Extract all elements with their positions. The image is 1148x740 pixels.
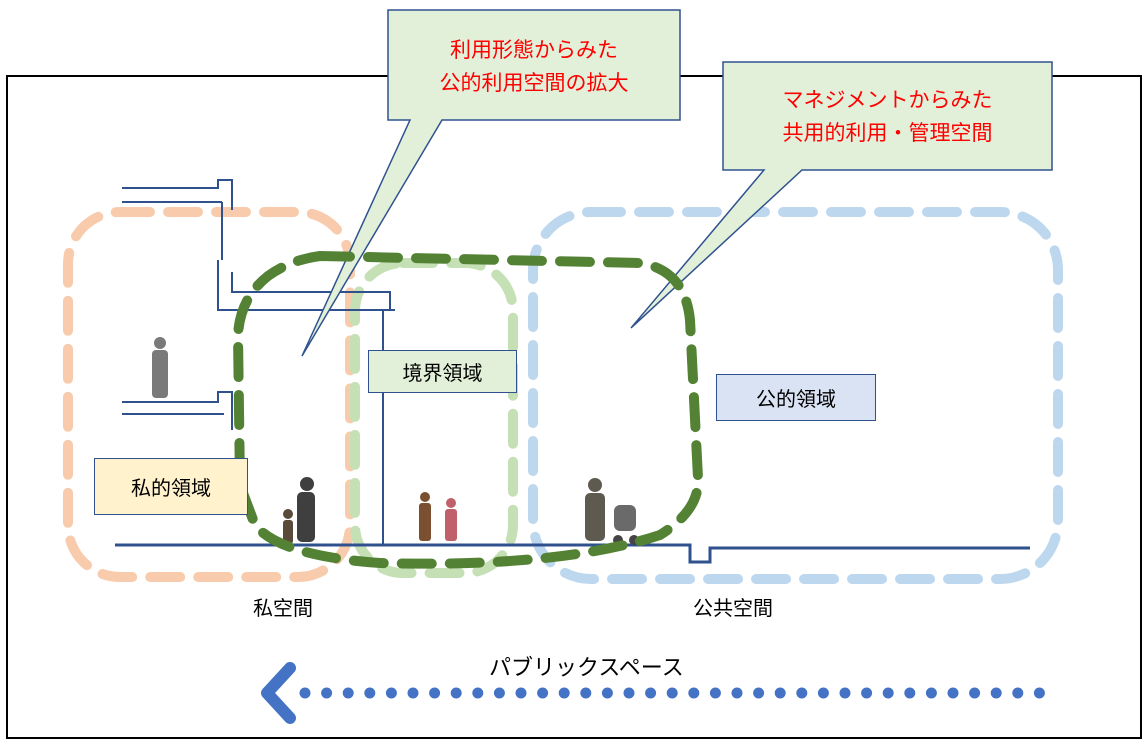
public-space-arrow xyxy=(261,662,1051,724)
child-figure xyxy=(445,498,457,541)
person-figure xyxy=(297,477,315,542)
usage-callout-line1: 利用形態からみた xyxy=(450,38,618,62)
expanded-public-use-outline xyxy=(232,250,704,569)
private-region-label: 私的領域 xyxy=(94,458,248,515)
building-walls xyxy=(122,179,395,545)
management-callout-text: マネジメントからみた 共用的利用・管理空間 xyxy=(723,84,1052,150)
private-space-label: 私空間 xyxy=(253,596,313,620)
usage-callout-text: 利用形態からみた 公的利用空間の拡大 xyxy=(388,34,680,100)
usage-callout-bubble xyxy=(301,9,681,357)
public-space-arrow-label: パブリックスペース xyxy=(489,656,684,681)
boundary-region-label: 境界領域 xyxy=(368,350,517,393)
stroller-person-figure xyxy=(585,478,639,545)
management-callout-bubble xyxy=(630,61,1053,329)
people-figures xyxy=(152,337,639,545)
management-callout-line1: マネジメントからみた xyxy=(782,88,993,112)
child-figure xyxy=(419,492,431,541)
ground-line xyxy=(115,543,1030,564)
outer-frame xyxy=(6,75,1142,739)
public-region-outline xyxy=(528,207,1063,584)
usage-callout-line2: 公的利用空間の拡大 xyxy=(439,71,629,95)
management-callout-line2: 共用的利用・管理空間 xyxy=(782,121,993,145)
public-space-label: 公共空間 xyxy=(693,596,773,620)
arrowhead-icon xyxy=(261,662,296,724)
person-figure xyxy=(152,337,168,398)
child-figure xyxy=(283,509,293,544)
public-region-label: 公的領域 xyxy=(716,374,876,421)
